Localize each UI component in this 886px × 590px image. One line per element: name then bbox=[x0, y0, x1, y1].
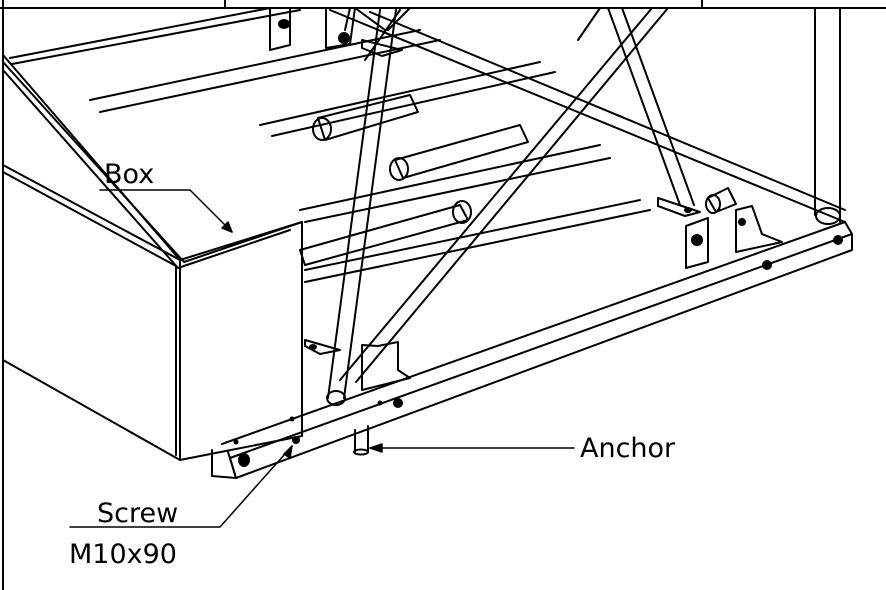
rail-holes bbox=[233, 235, 843, 445]
diagonal-braces bbox=[326, 7, 841, 406]
screw-size-label: M10x90 bbox=[69, 539, 177, 570]
base-frame-rails bbox=[9, 7, 853, 479]
anchor-rod bbox=[353, 425, 369, 456]
screw-label: Screw bbox=[97, 498, 179, 529]
anchor-label: Anchor bbox=[580, 433, 676, 464]
box bbox=[2, 54, 303, 461]
callout-leaders bbox=[69, 189, 575, 528]
cross-tubes bbox=[299, 94, 737, 266]
mounting-brackets bbox=[211, 7, 783, 479]
box-label: Box bbox=[104, 159, 155, 190]
